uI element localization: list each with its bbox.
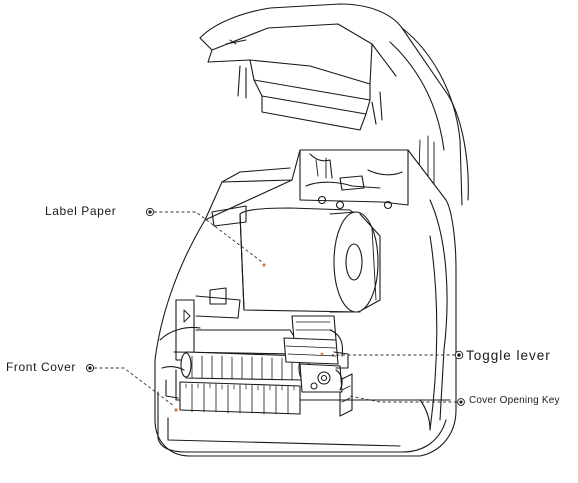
cover-opening-key-callout: Cover Opening Key bbox=[469, 395, 560, 406]
label-paper-marker-dot bbox=[262, 263, 266, 267]
printer-illustration bbox=[154, 3, 469, 457]
toggle-lever-callout: Toggle lever bbox=[466, 348, 551, 363]
label-paper-roll bbox=[211, 205, 381, 313]
label-paper-leader bbox=[154, 211, 263, 263]
toggle-marker-dot bbox=[320, 352, 324, 356]
toggle-lever-assembly bbox=[283, 315, 349, 393]
front-cover-leader bbox=[94, 367, 175, 407]
label-paper-callout: Label Paper bbox=[45, 204, 117, 218]
leader-lines bbox=[94, 211, 457, 407]
front-cover-marker-dot bbox=[174, 408, 178, 412]
front-cover-callout: Front Cover bbox=[6, 360, 76, 374]
callout-bullets bbox=[85, 207, 465, 406]
cover-key-leader bbox=[349, 395, 457, 403]
print-mechanism bbox=[159, 287, 310, 415]
